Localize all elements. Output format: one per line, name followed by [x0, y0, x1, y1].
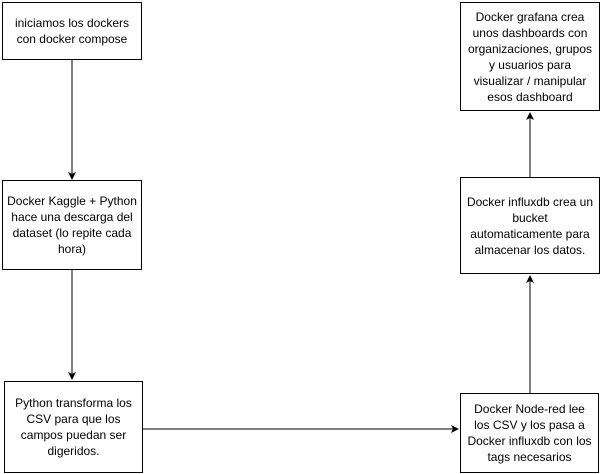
node-influx-label: Docker influxdb crea un bucket automatic…	[466, 194, 594, 257]
node-kaggle: Docker Kaggle + Python hace una descarga…	[2, 180, 142, 270]
node-nodered-label: Docker Node-red lee los CSV y los pasa a…	[467, 402, 592, 464]
node-influx: Docker influxdb crea un bucket automatic…	[460, 177, 600, 274]
node-start-label: iniciamos los dockers con docker compose	[14, 16, 130, 46]
node-start: iniciamos los dockers con docker compose	[2, 2, 142, 60]
node-grafana-label: Docker grafana crea unos dashboards con …	[467, 9, 593, 104]
node-transform-label: Python transforma los CSV para que los c…	[15, 396, 132, 458]
node-transform: Python transforma los CSV para que los c…	[4, 381, 143, 473]
node-grafana: Docker grafana crea unos dashboards con …	[460, 2, 600, 111]
node-nodered: Docker Node-red lee los CSV y los pasa a…	[460, 393, 599, 473]
node-kaggle-label: Docker Kaggle + Python hace una descarga…	[7, 194, 137, 256]
